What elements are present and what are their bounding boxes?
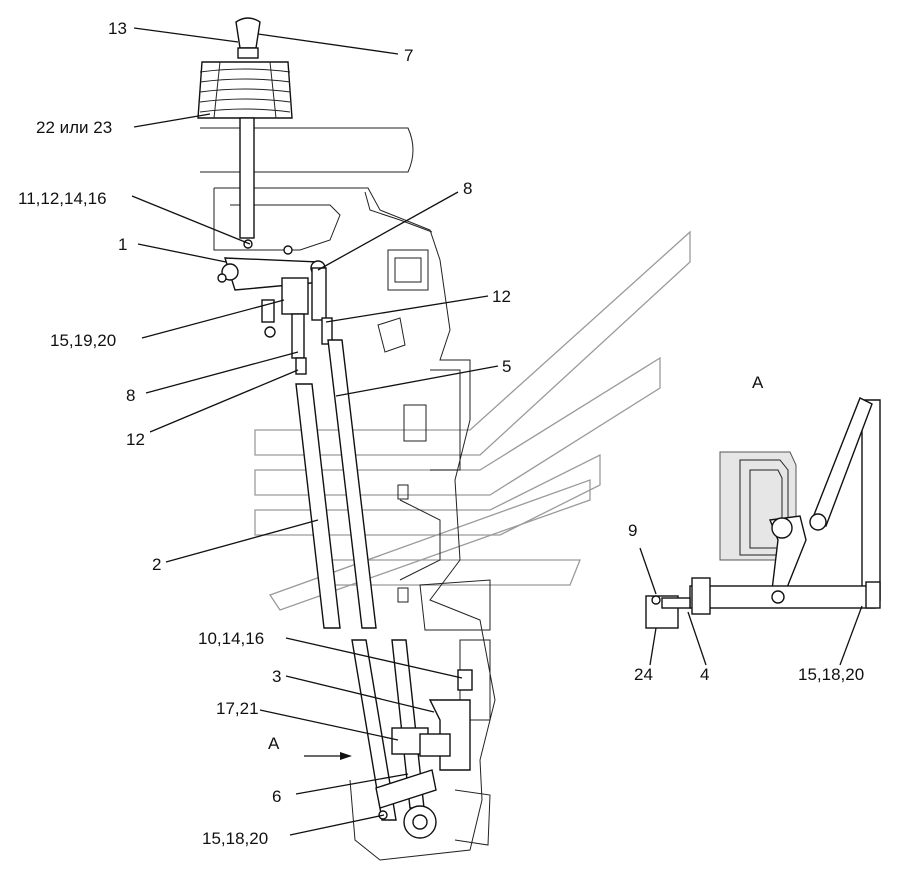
watermark-logo [254,230,691,611]
lever-knob [235,17,261,49]
tractor-frame [200,127,496,861]
view-a-side-plate [861,399,881,601]
label-3: 3 [272,667,281,686]
label-15-18-20-lower: 15,18,20 [202,829,268,848]
label-5: 5 [502,357,511,376]
label-view-arrow-a: А [268,734,280,753]
label-1: 1 [118,235,127,254]
label-8-left: 8 [126,386,135,405]
lever-shaft [239,117,255,239]
label-22-23: 22 или 23 [36,118,112,137]
label-17-21: 17,21 [216,699,259,718]
lower-linkage [375,669,473,839]
label-2: 2 [152,555,161,574]
shift-rods [295,339,425,821]
callout-labels: 13 7 22 или 23 11,12,14,16 8 1 12 15,19,… [18,19,864,848]
leader-lines [131,27,863,836]
rod-6-left [351,639,397,821]
view-direction-arrow [304,752,352,760]
label-11-12-14-16: 11,12,14,16 [18,189,107,208]
label-12-left: 12 [126,430,145,449]
lever-boot [197,61,293,119]
label-12-right: 12 [492,287,511,306]
label-4: 4 [700,665,709,684]
detail-view-a [645,397,881,629]
label-view-title-a: А [752,373,764,392]
label-10-14-16: 10,14,16 [198,629,264,648]
label-8-top: 8 [463,179,472,198]
label-13: 13 [108,19,127,38]
gear-lever [197,17,293,239]
rod-2-left [295,383,341,629]
upper-linkage [217,239,333,375]
label-15-18-20-view: 15,18,20 [798,665,864,684]
label-15-19-20: 15,19,20 [50,331,116,350]
label-9: 9 [628,521,637,540]
rod-2-right [327,339,377,629]
label-7: 7 [404,46,413,65]
label-6: 6 [272,787,281,806]
label-24: 24 [634,665,653,684]
